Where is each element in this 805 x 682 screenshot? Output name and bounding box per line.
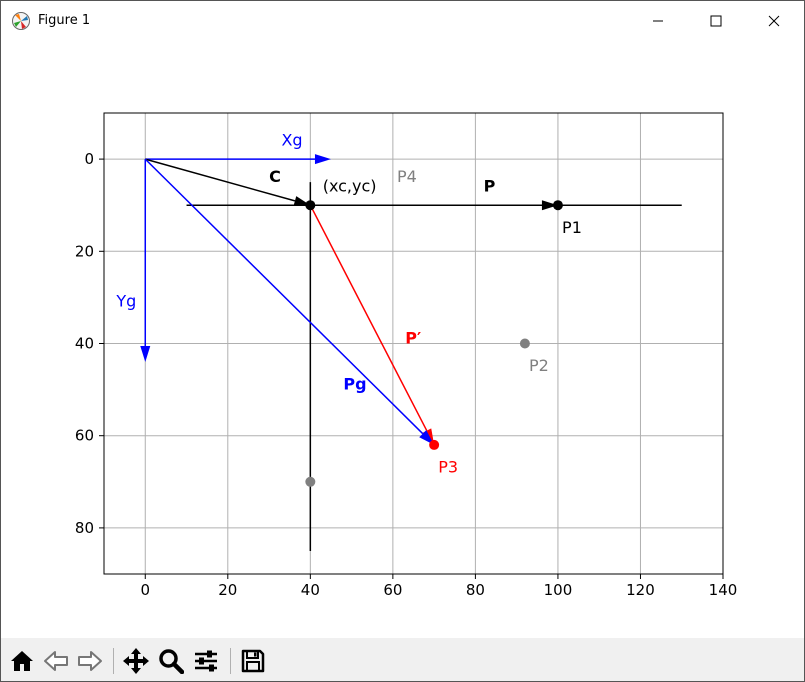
configure-subplots-icon <box>195 650 217 672</box>
p1-point-label: P1 <box>562 218 582 237</box>
maximize-button[interactable] <box>687 1 745 41</box>
minimize-button[interactable] <box>629 1 687 41</box>
pg-vector-label: Pg <box>343 375 366 394</box>
x-tick-label: 100 <box>544 581 573 599</box>
close-button[interactable] <box>745 1 803 41</box>
x-tick-label: 60 <box>383 581 402 599</box>
y-tick-label: 20 <box>75 242 94 260</box>
p4-point <box>305 476 316 487</box>
forward-arrow-icon <box>78 651 102 671</box>
yg-axis-arrow-label: Yg <box>115 292 136 311</box>
xg-axis-arrow-label: Xg <box>281 130 302 149</box>
c-vector-label: C <box>269 167 281 186</box>
c-vector <box>145 158 296 202</box>
p-vector-label: P <box>484 176 496 195</box>
navigation-toolbar <box>1 638 804 681</box>
zoom-magnifier-icon <box>159 649 184 674</box>
x-tick-label: 80 <box>466 581 485 599</box>
p2-point-label: P2 <box>529 356 549 375</box>
matplotlib-logo-icon <box>11 11 31 31</box>
pg-vector <box>144 158 424 435</box>
back-arrow-icon <box>44 651 68 671</box>
toolbar-separator <box>113 648 114 674</box>
forward-button[interactable] <box>75 646 105 676</box>
p-vector-head <box>541 200 558 211</box>
p2-point <box>519 338 530 349</box>
x-tick-label: 140 <box>709 581 738 599</box>
zoom-button[interactable] <box>156 646 186 676</box>
window-title: Figure 1 <box>38 13 91 28</box>
x-tick-label: 40 <box>301 581 320 599</box>
configure-subplots-button[interactable] <box>191 646 221 676</box>
pan-button[interactable] <box>121 646 151 676</box>
back-button[interactable] <box>41 646 71 676</box>
p3-point <box>429 439 440 450</box>
p4-label: P4 <box>397 167 417 186</box>
save-floppy-icon <box>241 649 265 673</box>
p1-point <box>552 200 563 211</box>
pan-move-icon <box>123 648 149 674</box>
p-prime-vector <box>309 204 428 432</box>
title-bar[interactable]: Figure 1 <box>1 1 804 41</box>
p-prime-vector-label: P′ <box>405 329 421 348</box>
minimize-icon <box>653 20 663 22</box>
x-tick-label: 120 <box>626 581 655 599</box>
pg-vector-head <box>419 430 435 445</box>
toolbar-separator <box>230 648 231 674</box>
xg-axis-arrow-head <box>314 154 331 165</box>
maximize-icon <box>710 15 722 27</box>
y-tick-label: 0 <box>84 150 94 168</box>
x-tick-label: 0 <box>140 581 150 599</box>
y-tick-label: 60 <box>75 427 94 445</box>
y-tick-label: 40 <box>75 335 94 353</box>
home-icon <box>11 651 33 671</box>
p3-point-label: P3 <box>438 458 458 477</box>
close-icon <box>768 15 780 27</box>
home-button[interactable] <box>7 646 37 676</box>
y-tick-label: 80 <box>75 519 94 537</box>
center-point <box>305 200 316 211</box>
yg-axis-arrow-head <box>140 345 151 362</box>
save-button[interactable] <box>238 646 268 676</box>
x-tick-label: 20 <box>218 581 237 599</box>
center-point-label: (xc,yc) <box>323 176 377 195</box>
